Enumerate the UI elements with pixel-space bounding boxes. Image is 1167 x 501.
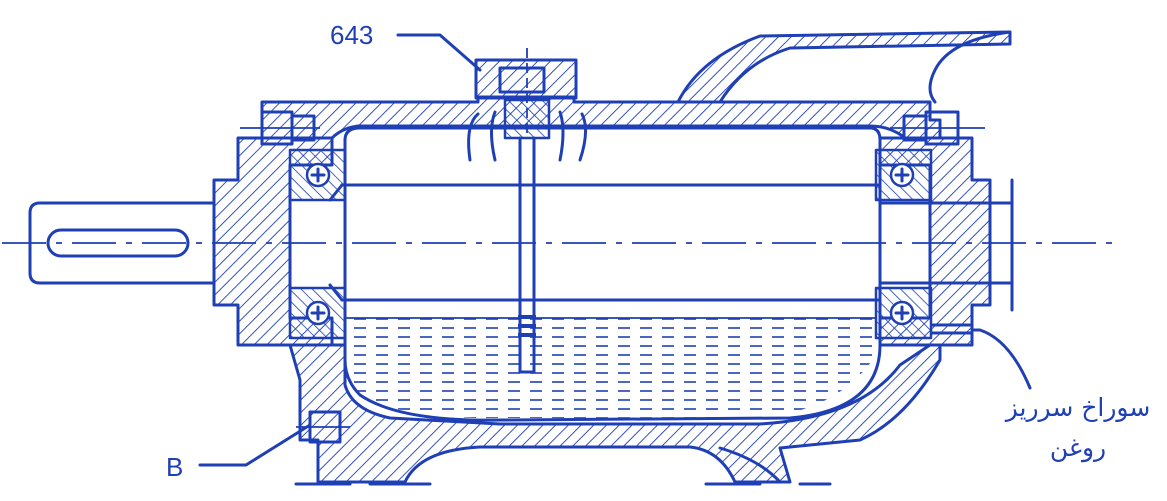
bearing-right-top	[874, 148, 933, 202]
housing-top-wall	[260, 95, 942, 140]
leader-643	[396, 33, 482, 72]
overflow-hole	[930, 323, 1032, 390]
bolt-left-top	[240, 110, 320, 146]
bearing-left-bottom	[288, 286, 347, 340]
leader-b	[198, 423, 312, 467]
oil-level	[345, 317, 876, 419]
screw-plug-643	[467, 48, 587, 162]
label-b: B	[166, 452, 183, 482]
bearing-right-bottom	[874, 286, 933, 340]
bearing-left-top	[288, 148, 347, 202]
label-overflow-line2: روغن	[1050, 433, 1106, 463]
label-643: 643	[330, 20, 373, 50]
label-overflow-line1: سوراخ سرریز	[1004, 393, 1151, 422]
dipstick	[518, 136, 536, 374]
mounting-bracket	[676, 30, 1012, 104]
bolt-right-top	[890, 110, 985, 146]
keyway	[46, 228, 190, 258]
housing-bottom	[288, 343, 942, 486]
cavity-outline	[343, 126, 882, 422]
